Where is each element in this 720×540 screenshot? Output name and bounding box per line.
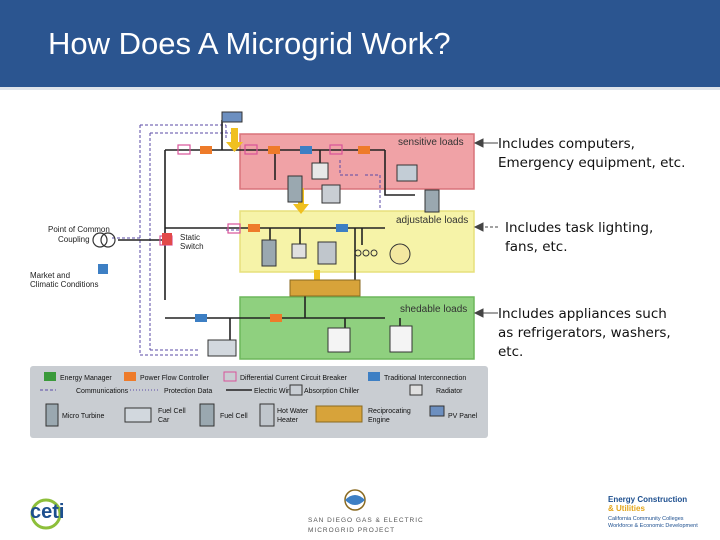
market-label-line1: Market and [30, 271, 70, 280]
lighting-icon [354, 249, 378, 257]
pcc-transformer-icon [92, 232, 116, 248]
appliance-icon [311, 162, 329, 180]
sensitive-note-line2: Emergency equipment, etc. [498, 155, 686, 171]
shedable-loads-note: Includes appliances such as refrigerator… [498, 305, 671, 362]
shedable-note-line3: etc. [498, 344, 524, 360]
legend-fuel-cell: Fuel Cell [220, 413, 248, 420]
legend-interconnection-swatch [368, 372, 380, 381]
radiator-icon [291, 243, 307, 259]
annotation-arrows [473, 138, 500, 318]
static-switch-label-line2: Switch [180, 242, 204, 251]
shedable-loads-band [239, 296, 475, 360]
sensitive-loads-note: Includes computers, Emergency equipment,… [498, 135, 685, 173]
fuel-cell-car-icon [207, 339, 237, 357]
title-bar: How Does A Microgrid Work? [0, 0, 720, 90]
legend-radiator: Radiator [436, 388, 463, 395]
sdge-logo: SAN DIEGO GAS & ELECTRIC MICROGRID PROJE… [308, 489, 424, 534]
legend-pv-panel: PV Panel [448, 413, 478, 420]
shedable-note-line1: Includes appliances such [498, 306, 667, 322]
ecu-logo: Energy Construction & Utilities Californ… [608, 495, 698, 529]
legend-protection-data: Protection Data [164, 388, 212, 395]
refrigerator-icon [327, 327, 351, 353]
slide-title: How Does A Microgrid Work? [48, 26, 451, 61]
pcc-label-line1: Point of Common [48, 225, 110, 234]
market-interconnection [98, 264, 108, 274]
chiller-icon [321, 184, 341, 204]
reciprocating-engine-icon [289, 279, 361, 297]
left-labels: Point of Common Coupling Static Switch M… [30, 225, 204, 289]
legend-fuel-cell-car-line1: Fuel Cell [158, 408, 186, 415]
legend-hot-water-heater-line2: Heater [277, 417, 299, 424]
sensitive-note-line1: Includes computers, [498, 136, 635, 152]
sdge-logo-line2: MICROGRID PROJECT [308, 527, 395, 534]
adjustable-loads-band [239, 210, 475, 273]
ecu-logo-line4: Workforce & Economic Development [608, 523, 698, 529]
micro-turbine-icon [287, 175, 303, 203]
micro-turbine-icon-2 [261, 239, 277, 267]
sensitive-loads-label: sensitive loads [398, 137, 464, 148]
legend-reciprocating-engine-line1: Reciprocating [368, 408, 411, 415]
legend-electric-wires: Electric Wires [254, 388, 297, 395]
legend-hot-water-heater-line1: Hot Water [277, 408, 309, 415]
legend-fuel-cell-car-line2: Car [158, 417, 170, 424]
legend-breaker-swatch [223, 371, 237, 382]
pcc-label-line2: Coupling [58, 235, 90, 244]
fuel-cell-icon [424, 189, 440, 213]
sensitive-loads-band [239, 133, 475, 190]
ceti-logo-text: ceti [30, 501, 64, 523]
adjustable-note-line2: fans, etc. [505, 239, 568, 255]
legend-circuit-breaker: Differential Current Circuit Breaker [240, 375, 348, 382]
pv-panel-icon [221, 111, 243, 123]
adjustable-note-line1: Includes task lighting, [505, 220, 654, 236]
legend-traditional-interconnection: Traditional Interconnection [384, 375, 466, 382]
legend-communications: Communications [76, 388, 129, 395]
legend-power-flow-swatch [124, 372, 136, 381]
market-label-line2: Climatic Conditions [30, 280, 98, 289]
legend-reciprocating-engine-line2: Engine [368, 417, 390, 424]
legend: Energy Manager Power Flow Controller Dif… [40, 371, 478, 427]
computer-icon [396, 164, 418, 182]
static-switch-label-line1: Static [180, 233, 200, 242]
ecu-logo-line1: Energy Construction [608, 495, 687, 504]
ecu-logo-line2: & Utilities [608, 504, 645, 513]
adjustable-loads-note: Includes task lighting, fans, etc. [505, 219, 653, 257]
legend-energy-manager: Energy Manager [60, 375, 112, 382]
legend-micro-turbine: Micro Turbine [62, 413, 105, 420]
legend-absorption-chiller: Absorption Chiller [304, 388, 360, 395]
ecu-logo-line3: California Community Colleges [608, 516, 684, 522]
water-heater-icon [317, 241, 337, 265]
equipment-icons [207, 111, 440, 357]
fan-icon [389, 243, 411, 265]
washer-icon [389, 325, 413, 353]
legend-energy-manager-swatch [44, 372, 56, 381]
power-flow-controllers [200, 146, 370, 322]
adjustable-loads-label: adjustable loads [396, 215, 468, 226]
traditional-interconnections [195, 146, 348, 322]
legend-power-flow-controller: Power Flow Controller [140, 375, 210, 382]
sdge-logo-line1: SAN DIEGO GAS & ELECTRIC [308, 517, 424, 524]
static-switch [162, 233, 172, 245]
shedable-loads-label: shedable loads [400, 304, 467, 315]
shedable-note-line2: as refrigerators, washers, [498, 325, 671, 341]
ceti-logo: ceti [30, 498, 64, 530]
